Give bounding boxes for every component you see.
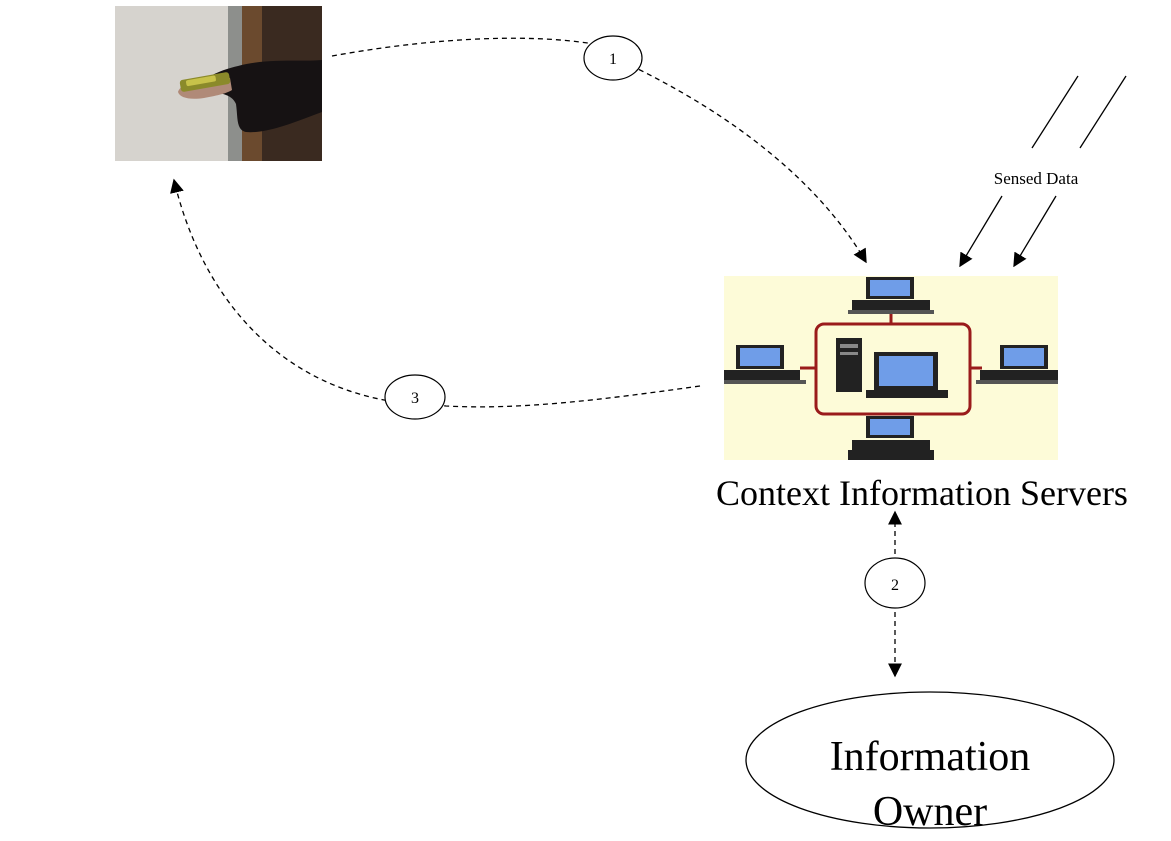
owner-label-line1: Information: [830, 734, 1031, 780]
sensed-data-arrow: [1013, 195, 1057, 268]
sensed-data-arrow: [959, 195, 1003, 268]
step-1-label: 1: [609, 51, 617, 68]
information-owner-node: [745, 691, 1115, 829]
step-2-marker: [864, 557, 926, 609]
sensed-data-label: Sensed Data: [994, 169, 1079, 188]
servers-network-icon: [724, 276, 1058, 460]
servers-label: Context Information Servers: [716, 473, 1128, 513]
sensed-data-arrows: [959, 195, 1057, 268]
step-3-label: 3: [411, 390, 419, 407]
sensed-data-lines: [1031, 75, 1127, 149]
step-3-marker: [384, 374, 446, 420]
owner-label-line2: Owner: [873, 789, 987, 835]
step-3-arrow: [170, 178, 701, 408]
step-2-label: 2: [891, 577, 899, 594]
step-1-arrow: [331, 37, 867, 264]
step-1-marker: [583, 35, 643, 81]
user-photo: [115, 6, 322, 161]
